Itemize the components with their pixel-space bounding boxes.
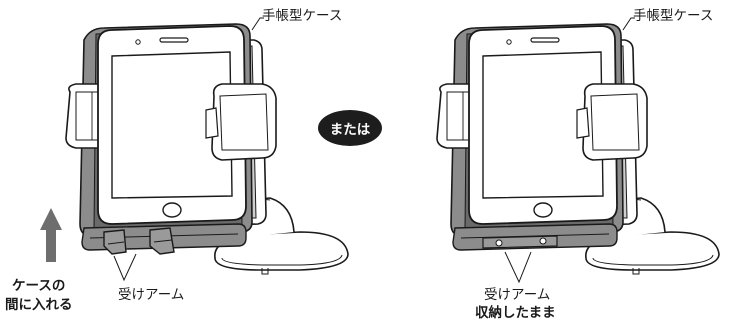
- arm-label-right: 受けアーム: [484, 287, 551, 303]
- arm-label-left: 受けアーム: [118, 287, 185, 303]
- support-arms-stowed: [482, 235, 558, 249]
- case-label-left: 手帳型ケース: [262, 8, 343, 24]
- instruction-right: 収納したまま: [475, 305, 556, 321]
- support-arms-extended: [103, 227, 175, 255]
- insert-arrow: [40, 208, 62, 262]
- holder-left: [40, 17, 349, 282]
- instruction-left-line2: 間に入れる: [5, 297, 73, 313]
- case-label-right: 手帳型ケース: [633, 8, 714, 24]
- or-badge: または: [318, 110, 382, 146]
- instruction-left-line1: ケースの: [12, 278, 66, 294]
- holder-right: [436, 17, 720, 284]
